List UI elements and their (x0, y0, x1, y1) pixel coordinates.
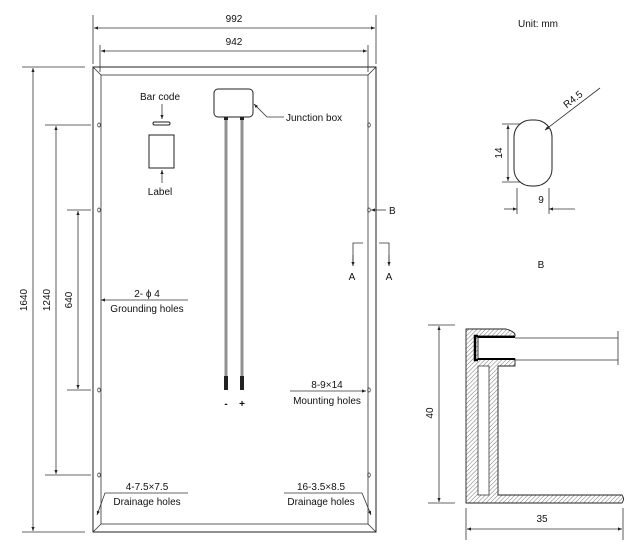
dimension-height: 1640 (19, 66, 85, 533)
minus-terminal: - (224, 399, 227, 410)
frame-cross-section (465, 328, 624, 504)
unit-label: Unit: mm (518, 19, 558, 30)
plus-terminal: + (239, 399, 245, 410)
svg-text:35: 35 (536, 514, 548, 525)
grounding-holes-spec: 2- ϕ 4 (134, 289, 160, 300)
panel-front-view (92, 66, 377, 533)
label-plate (148, 134, 175, 169)
svg-text:640: 640 (64, 291, 75, 308)
dimension-grounding-spacing: 640 (64, 209, 91, 391)
grounding-holes-label: Grounding holes (110, 304, 183, 315)
frame-holes (97, 122, 371, 478)
section-a-marker-left: A (349, 272, 356, 283)
outer-frame (92, 66, 377, 533)
drainage-holes-right-label: Drainage holes (287, 497, 354, 508)
section-b-marker: B (389, 206, 396, 217)
svg-text:992: 992 (226, 14, 243, 25)
svg-text:R4.5: R4.5 (562, 89, 586, 111)
svg-text:40: 40 (425, 407, 436, 419)
detail-b-slot: 14 9 R4.5 B (494, 87, 601, 271)
section-a-marker-right: A (386, 272, 393, 283)
bar-code (152, 121, 171, 126)
bar-code-label: Bar code (140, 92, 180, 103)
label-text: Label (148, 187, 172, 198)
svg-text:14: 14 (494, 147, 505, 159)
dimension-mounting-spacing: 1240 (42, 124, 91, 476)
svg-text:1640: 1640 (19, 288, 30, 311)
dimension-section-height: 40 (425, 324, 455, 504)
mounting-holes-label: Mounting holes (293, 396, 361, 407)
dimension-inner-width: 942 (99, 37, 369, 72)
dimension-outer-width: 992 (92, 14, 377, 64)
drainage-holes-left-label: Drainage holes (113, 497, 180, 508)
svg-text:1240: 1240 (42, 288, 53, 311)
drainage-holes-right-spec: 16-3.5×8.5 (297, 482, 346, 493)
junction-box (213, 88, 254, 390)
mounting-holes-spec: 8-9×14 (311, 380, 343, 391)
junction-box-label: Junction box (286, 113, 342, 124)
svg-text:9: 9 (538, 195, 544, 206)
svg-text:942: 942 (226, 37, 243, 48)
drainage-holes-left-spec: 4-7.5×7.5 (126, 482, 169, 493)
detail-b-title: B (538, 260, 545, 271)
dimension-section-width: 35 (465, 508, 624, 540)
